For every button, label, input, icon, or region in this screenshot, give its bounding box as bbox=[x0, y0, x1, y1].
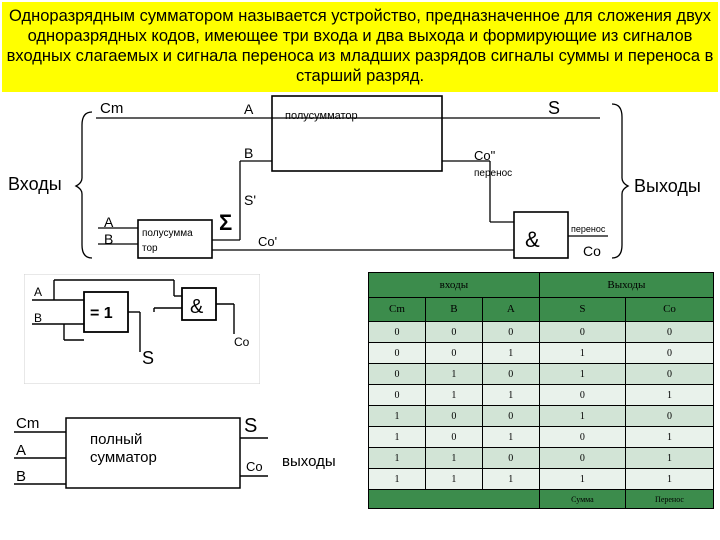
full-adder-block: Cm A B полный сумматор S Co выходы bbox=[14, 415, 336, 489]
full-adder-title-line1: полный bbox=[90, 431, 142, 448]
table-cell: 1 bbox=[368, 447, 426, 470]
outputs-group-header: Выходы bbox=[538, 272, 715, 298]
table-cell: 0 bbox=[481, 321, 540, 344]
table-row: 0 1 1 0 1 bbox=[368, 384, 714, 407]
table-cell: 0 bbox=[625, 342, 714, 365]
s-prime-label: S' bbox=[244, 192, 256, 208]
table-cell: 0 bbox=[368, 342, 426, 365]
footer-empty bbox=[368, 489, 540, 509]
table-cell: 1 bbox=[625, 468, 714, 491]
table-cell: 0 bbox=[538, 384, 627, 407]
table-cell: 0 bbox=[368, 363, 426, 386]
mid-s-label: S bbox=[142, 348, 154, 368]
mid-b-label: B bbox=[34, 311, 42, 325]
table-cell: 0 bbox=[368, 321, 426, 344]
table-row: 0 0 0 0 0 bbox=[368, 321, 714, 344]
table-cell: 1 bbox=[538, 468, 627, 491]
top-b-label: B bbox=[244, 145, 253, 161]
col-header-co: Co bbox=[625, 296, 714, 323]
table-cell: 0 bbox=[538, 447, 627, 470]
co-out-label: Co bbox=[583, 243, 601, 259]
bottom-co-label: Co bbox=[246, 459, 263, 474]
mid-co-label: Co bbox=[234, 335, 250, 349]
top-a-label: A bbox=[244, 101, 254, 117]
table-cell: 0 bbox=[424, 426, 483, 449]
col-header-s: S bbox=[538, 296, 627, 323]
top-cm-label: Cm bbox=[100, 100, 123, 117]
xor-label: = 1 bbox=[90, 305, 113, 322]
table-cell: 1 bbox=[625, 384, 714, 407]
inputs-label: Входы bbox=[8, 174, 62, 194]
bottom-a-label: A bbox=[16, 442, 26, 459]
table-row: 0 0 1 1 0 bbox=[368, 342, 714, 365]
table-cell: 1 bbox=[538, 405, 627, 428]
table-row: 1 1 0 0 1 bbox=[368, 447, 714, 470]
table-cell: 0 bbox=[481, 447, 540, 470]
table-cell: 1 bbox=[424, 447, 483, 470]
table-cell: 1 bbox=[424, 468, 483, 491]
bottom-cm-label: Cm bbox=[16, 415, 39, 432]
table-cell: 0 bbox=[625, 405, 714, 428]
table-cell: 1 bbox=[481, 384, 540, 407]
sigma-symbol: Σ bbox=[219, 210, 232, 235]
table-cell: 1 bbox=[538, 363, 627, 386]
table-cell: 1 bbox=[481, 342, 540, 365]
top-adder-diagram: Входы Выходы Cm A B полусумматор S Co" п… bbox=[8, 95, 701, 259]
table-cell: 1 bbox=[538, 342, 627, 365]
definition-text: Одноразрядным сумматором называется устр… bbox=[6, 7, 714, 85]
table-cell: 0 bbox=[538, 321, 627, 344]
table-cell: 0 bbox=[625, 363, 714, 386]
truth-table: входы Выходы Cm B A S Co 0 0 0 0 0 0 0 1… bbox=[368, 272, 715, 509]
table-cell: 0 bbox=[538, 426, 627, 449]
half-adder-2-label-line1: полусумма bbox=[142, 228, 193, 239]
carry-out-label: перенос bbox=[571, 224, 606, 234]
table-cell: 1 bbox=[481, 468, 540, 491]
table-cell: 0 bbox=[424, 321, 483, 344]
table-cell: 1 bbox=[368, 468, 426, 491]
table-cell: 1 bbox=[424, 363, 483, 386]
table-cell: 1 bbox=[424, 384, 483, 407]
table-cell: 0 bbox=[368, 384, 426, 407]
table-cell: 1 bbox=[368, 405, 426, 428]
table-cell: 1 bbox=[481, 426, 540, 449]
table-cell: 1 bbox=[625, 426, 714, 449]
half-adder-2-b-label: B bbox=[104, 231, 113, 247]
table-cell: 0 bbox=[424, 342, 483, 365]
table-row: 1 0 0 1 0 bbox=[368, 405, 714, 428]
col-header-b: B bbox=[424, 296, 483, 323]
table-cell: 1 bbox=[368, 426, 426, 449]
and-symbol: & bbox=[525, 227, 540, 252]
table-row: 1 0 1 0 1 bbox=[368, 426, 714, 449]
s-out-label: S bbox=[548, 98, 560, 118]
inputs-group-header: входы bbox=[368, 272, 540, 298]
half-adder-2-label-line2: тор bbox=[142, 243, 158, 254]
mid-and-symbol: & bbox=[190, 296, 204, 318]
table-row: 0 1 0 1 0 bbox=[368, 363, 714, 386]
footer-carry-label: Перенос bbox=[625, 489, 714, 509]
half-adder-1-label: полусумматор bbox=[285, 110, 358, 122]
col-header-a: A bbox=[481, 296, 540, 323]
table-cell: 0 bbox=[424, 405, 483, 428]
table-cell: 0 bbox=[625, 321, 714, 344]
outputs-label: Выходы bbox=[634, 176, 701, 196]
table-cell: 0 bbox=[481, 405, 540, 428]
half-adder-2-a-label: A bbox=[104, 214, 114, 230]
half-adder-schematic: A B = 1 & S Co bbox=[24, 274, 260, 384]
definition-banner: Одноразрядным сумматором называется устр… bbox=[2, 2, 718, 92]
mid-a-label: A bbox=[34, 285, 42, 299]
table-cell: 1 bbox=[625, 447, 714, 470]
table-row: 1 1 1 1 1 bbox=[368, 468, 714, 491]
footer-sum-label: Сумма bbox=[538, 489, 627, 509]
table-cell: 0 bbox=[481, 363, 540, 386]
full-adder-title-line2: сумматор bbox=[90, 449, 157, 466]
co-double-prime-label: Co" bbox=[474, 148, 496, 163]
bottom-b-label: B bbox=[16, 468, 26, 485]
bottom-s-label: S bbox=[244, 415, 257, 437]
carry-label: перенос bbox=[474, 168, 512, 179]
co-prime-label: Co' bbox=[258, 234, 277, 249]
col-header-cm: Cm bbox=[368, 296, 426, 323]
bottom-outputs-label: выходы bbox=[282, 453, 336, 470]
